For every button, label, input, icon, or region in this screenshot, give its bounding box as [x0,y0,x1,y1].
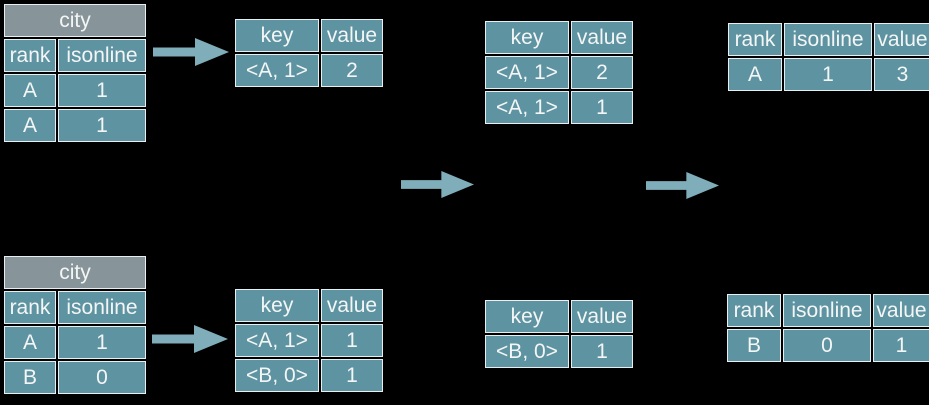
column-header: key [485,21,569,54]
column-header: key [235,289,319,322]
table-input-bottom: city rank isonline A 1 B 0 [2,254,148,396]
table-result-top: rank isonline value A 1 3 [726,21,929,93]
cell: 0 [783,329,871,362]
cell: A [4,326,56,359]
column-header: isonline [58,39,146,72]
cell: 2 [321,54,383,87]
cell: 1 [784,58,872,91]
column-header: rank [728,23,782,56]
column-header: value [321,19,383,52]
column-header: value [874,23,929,56]
cell: A [4,74,56,107]
cell: <B, 0> [235,359,319,392]
cell: 1 [321,324,383,357]
table-row: B 0 1 [727,329,929,362]
cell: 1 [58,74,146,107]
cell: 1 [571,335,633,368]
table-row: A 1 3 [728,58,929,91]
right-arrow-icon [401,171,474,198]
table-row: A 1 [4,74,146,107]
cell: B [727,329,781,362]
column-header: value [571,300,633,333]
cell: B [4,361,56,394]
cell: <A, 1> [235,54,319,87]
cell: A [4,109,56,142]
column-header: key [235,19,319,52]
table-map-output-bottom: key value <A, 1> 1 <B, 0> 1 [233,287,385,394]
table-input-top: city rank isonline A 1 A 1 [2,2,148,144]
table-row: <A, 1> 2 [235,54,383,87]
column-header: rank [4,291,56,324]
cell: A [728,58,782,91]
column-header: value [321,289,383,322]
cell: 2 [571,56,633,89]
column-header: isonline [784,23,872,56]
table-row: <A, 1> 1 [235,324,383,357]
table-row: B 0 [4,361,146,394]
cell: 1 [321,359,383,392]
column-header: value [873,294,929,327]
column-header: isonline [58,291,146,324]
cell: <A, 1> [235,324,319,357]
table-result-bottom: rank isonline value B 0 1 [725,292,929,364]
table-combine-top: key value <A, 1> 2 <A, 1> 1 [483,19,635,126]
cell: <B, 0> [485,335,569,368]
table-row: A 1 [4,109,146,142]
cell: 1 [58,326,146,359]
cell: 0 [58,361,146,394]
cell: 1 [873,329,929,362]
cell: 1 [571,91,633,124]
column-header: key [485,300,569,333]
table-row: <B, 0> 1 [235,359,383,392]
table-row: A 1 [4,326,146,359]
column-header: value [571,21,633,54]
right-arrow-icon [152,325,228,353]
table-row: <A, 1> 1 [485,91,633,124]
table-map-output-top: key value <A, 1> 2 [233,17,385,89]
table-combine-bottom: key value <B, 0> 1 [483,298,635,370]
column-header: rank [727,294,781,327]
right-arrow-icon [153,38,229,66]
cell: <A, 1> [485,56,569,89]
column-header: rank [4,39,56,72]
table-title: city [4,256,146,289]
column-header: isonline [783,294,871,327]
table-title: city [4,4,146,37]
right-arrow-icon [646,172,719,199]
cell: 1 [58,109,146,142]
cell: <A, 1> [485,91,569,124]
cell: 3 [874,58,929,91]
table-row: <A, 1> 2 [485,56,633,89]
table-row: <B, 0> 1 [485,335,633,368]
